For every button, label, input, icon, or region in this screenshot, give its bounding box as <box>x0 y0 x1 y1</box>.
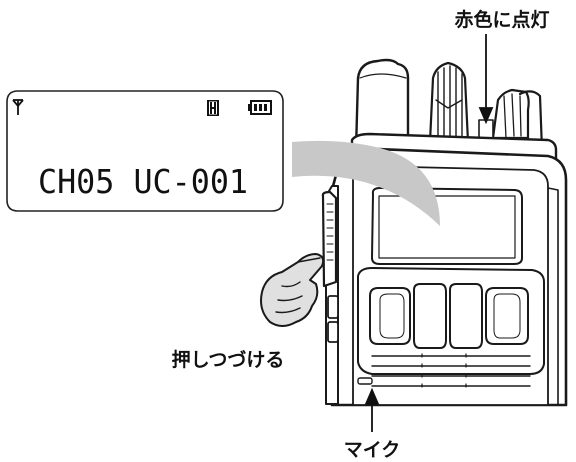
callout-arrow <box>292 140 440 226</box>
h-power-icon <box>207 100 219 116</box>
mic-pointer-arrow <box>364 387 380 432</box>
ptt-button <box>321 190 338 288</box>
led-label: 赤色に点灯 <box>454 8 549 31</box>
led-pointer-arrow <box>478 34 494 125</box>
mic-label: マイク <box>344 439 401 461</box>
battery-icon <box>248 100 272 115</box>
finger-hand-icon <box>260 253 325 327</box>
radio-body <box>321 58 568 407</box>
lcd-channel-text: CH05 UC-001 <box>38 162 248 201</box>
press-label: 押しつづける <box>172 348 285 371</box>
lcd-callout: CH05 UC-001 <box>6 90 284 212</box>
antenna-icon <box>12 99 24 115</box>
mic-hole <box>357 377 373 385</box>
